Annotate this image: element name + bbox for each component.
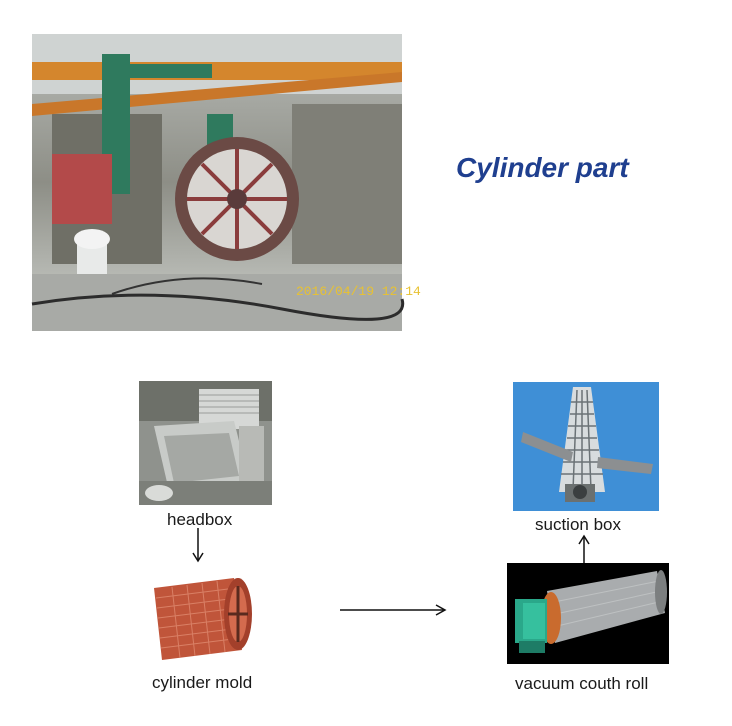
vacuum-couth-roll-photo	[507, 563, 669, 664]
vacuum-couth-roll-illustration	[507, 563, 669, 664]
cylinder-mold-photo	[142, 568, 260, 664]
suction-box-photo	[513, 382, 659, 511]
photo-timestamp: 2016/04/19 12:14	[296, 284, 421, 299]
cylinder-part-photo: 2016/04/19 12:14	[31, 34, 421, 331]
arrow-right	[340, 604, 447, 616]
cylinder-mold-label: cylinder mold	[152, 673, 253, 692]
suction-box-illustration	[513, 382, 659, 511]
cylinder-mold-illustration	[142, 568, 260, 664]
headbox-label: headbox	[167, 510, 233, 529]
suction-box-label: suction box	[535, 515, 621, 534]
headbox-photo	[139, 381, 272, 505]
cylinder-part-photo-illustration	[31, 34, 405, 331]
vacuum-couth-roll-label: vacuum couth roll	[515, 674, 649, 693]
page-title: Cylinder part	[456, 152, 629, 183]
headbox-illustration	[139, 381, 272, 505]
arrow-up	[578, 534, 590, 563]
arrow-down	[192, 528, 204, 563]
